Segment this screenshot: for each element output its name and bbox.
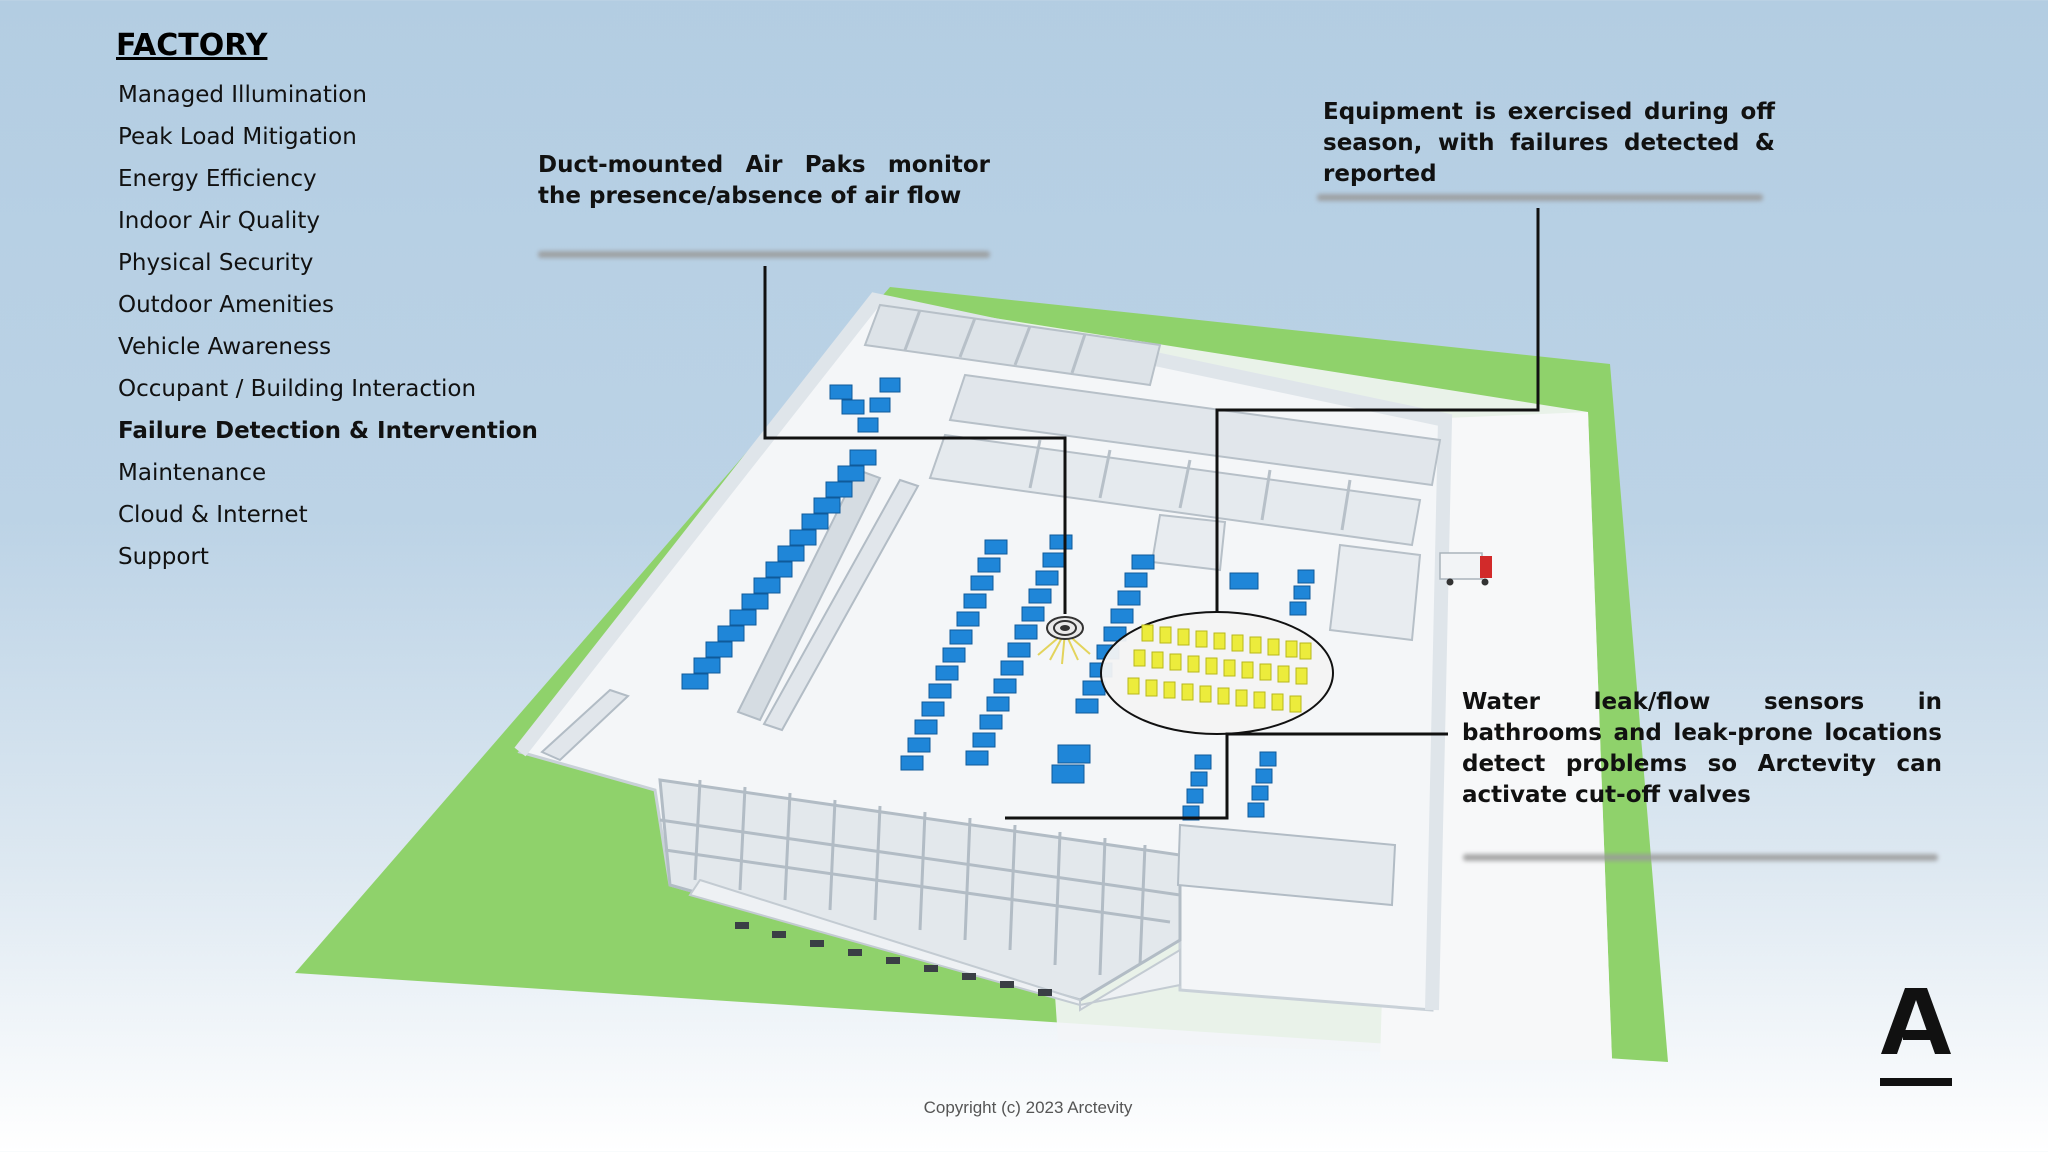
delivery-truck bbox=[1439, 552, 1492, 586]
nav-item[interactable]: Energy Efficiency bbox=[118, 166, 317, 192]
equipment-left-rows bbox=[681, 377, 901, 690]
outer-wall bbox=[514, 292, 1453, 1011]
nav-item[interactable]: Physical Security bbox=[118, 250, 314, 276]
room-right bbox=[1328, 543, 1422, 642]
callout-water-leak: Water leak/flow sensors in bathrooms and… bbox=[1462, 689, 1942, 808]
facade-windows bbox=[735, 922, 1052, 996]
leader-lines bbox=[763, 208, 1540, 820]
yellow-leak-sensors bbox=[1127, 624, 1312, 713]
callout-equipment: Equipment is exercised during off season… bbox=[1323, 99, 1775, 187]
leader-water-leak bbox=[1005, 732, 1448, 820]
air-pak-sensor-icon bbox=[1037, 616, 1091, 665]
nav-title: FACTORY bbox=[116, 28, 268, 63]
nav-item[interactable]: Support bbox=[118, 544, 209, 570]
south-wing-partitions bbox=[659, 779, 1181, 976]
south-wing bbox=[658, 778, 1182, 1002]
equipment-center-rows bbox=[900, 534, 1155, 784]
south-facade bbox=[688, 878, 1181, 1012]
nav-item[interactable]: Managed Illumination bbox=[118, 82, 367, 108]
office-partitions-mid bbox=[1028, 439, 1352, 531]
office-partitions-top bbox=[903, 309, 1087, 374]
southeast-rooms bbox=[1176, 823, 1397, 907]
nav-item[interactable]: Occupant / Building Interaction bbox=[118, 376, 477, 402]
aisle-wall-left-3 bbox=[540, 688, 630, 762]
office-block-top bbox=[863, 303, 1162, 387]
nav-item[interactable]: Outdoor Amenities bbox=[118, 292, 335, 318]
leader-equipment bbox=[1215, 208, 1540, 612]
aisle-wall-left-2 bbox=[762, 478, 920, 732]
office-block-upper-right bbox=[948, 373, 1442, 487]
nav-item[interactable]: Failure Detection & Intervention bbox=[118, 418, 538, 444]
nav-item[interactable]: Peak Load Mitigation bbox=[118, 124, 357, 150]
leader-air-paks bbox=[763, 266, 1067, 614]
nav-item[interactable]: Indoor Air Quality bbox=[118, 208, 320, 234]
callout-underlines bbox=[538, 194, 1938, 861]
nav-item[interactable]: Cloud & Internet bbox=[118, 502, 308, 528]
nav-item[interactable]: Vehicle Awareness bbox=[118, 334, 332, 360]
callout-air-paks: Duct-mounted Air Paks monitor the presen… bbox=[538, 152, 990, 209]
aisle-wall-left bbox=[736, 468, 882, 722]
arctevity-logo bbox=[1880, 988, 1952, 1086]
office-block-mid-right bbox=[928, 433, 1422, 547]
nav-item[interactable]: Maintenance bbox=[118, 460, 267, 486]
room-center bbox=[1150, 513, 1227, 572]
copyright-footer: Copyright (c) 2023 Arctevity bbox=[923, 1098, 1133, 1117]
